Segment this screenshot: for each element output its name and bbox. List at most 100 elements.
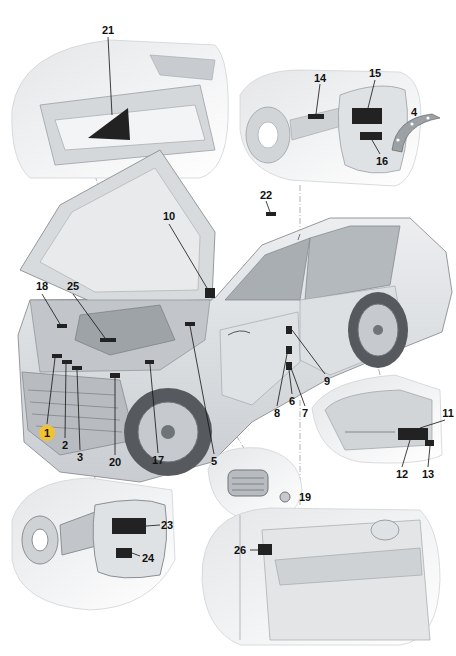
fuel-door-inset-part <box>132 553 140 556</box>
leader-line-part <box>73 294 105 338</box>
door-inset-part <box>262 520 430 640</box>
boot-inset-part <box>425 440 434 446</box>
callout-number: 22 <box>260 189 272 202</box>
label-sticker-part <box>286 326 292 334</box>
callout-number: 9 <box>324 375 330 388</box>
label-sticker-part <box>100 338 116 342</box>
callout-number: 10 <box>163 210 175 223</box>
leader-line-part <box>42 294 60 324</box>
vent-inset-part-part <box>232 478 264 479</box>
boot-inset-part <box>345 431 395 433</box>
boot-inset-part <box>325 390 432 450</box>
car-body-part <box>30 300 210 372</box>
fuel-flap-inset-part <box>360 132 382 140</box>
fuel-flap-inset-part <box>308 114 324 119</box>
callout-number: 20 <box>109 456 121 469</box>
fuel-door-inset-part <box>93 500 167 578</box>
glovebox-inset-part <box>88 108 130 140</box>
label-sticker-part <box>57 324 67 328</box>
leader-line-part <box>266 201 270 212</box>
label-sticker-part <box>62 360 72 364</box>
fuel-door-inset-part <box>146 525 160 526</box>
callout-number: 4 <box>411 106 417 119</box>
label-sticker <box>52 212 292 378</box>
callout-number: 24 <box>142 552 154 565</box>
label-sticker-part <box>266 212 276 216</box>
label-sticker-part <box>286 346 292 354</box>
fuel-flap-inset <box>240 70 421 186</box>
car-body-part-part <box>30 402 118 408</box>
car-body-part <box>75 305 175 355</box>
label-sticker-part <box>185 322 195 326</box>
car-body-part <box>358 304 398 356</box>
leader-line-part <box>47 358 55 424</box>
fuel-flap-inset-part <box>258 122 278 148</box>
glovebox-inset-part <box>150 55 215 80</box>
boot-inset-part <box>398 428 428 440</box>
fuel-flap-inset-part <box>338 86 407 173</box>
fuel-door-inset-part <box>112 518 146 534</box>
callout-number: 5 <box>211 455 217 468</box>
callout-number: 11 <box>442 407 454 420</box>
callout-number: 14 <box>314 72 326 85</box>
fuel-flap-inset-part <box>316 84 320 114</box>
fuel-door-inset-part <box>116 548 132 558</box>
car-body-part <box>298 234 300 240</box>
fuel-door-inset-part <box>22 516 58 564</box>
label-sticker-part <box>52 354 62 358</box>
seal-part <box>392 114 440 152</box>
car-body-part <box>138 402 198 462</box>
leader-line <box>42 201 325 455</box>
door-inset <box>202 508 440 645</box>
leader-line-part <box>289 370 292 394</box>
callout-number: 7 <box>302 407 308 420</box>
car-body <box>18 150 452 482</box>
car-body-part-part <box>28 390 115 395</box>
callout-number: 13 <box>422 468 434 481</box>
label-sticker-part <box>145 360 154 364</box>
fuel-flap-inset-part <box>368 80 375 108</box>
glovebox-inset <box>12 37 228 178</box>
car-body-part <box>348 292 408 368</box>
label-sticker-part <box>205 288 215 298</box>
car-body-part <box>124 388 212 476</box>
vent-inset-part <box>232 478 264 490</box>
callout-number: 8 <box>274 407 280 420</box>
callout-number: 1 <box>39 425 55 441</box>
callout-number: 12 <box>396 468 408 481</box>
fuel-flap-inset-part <box>352 108 382 124</box>
leader-line-part <box>169 224 207 288</box>
leader-line-part <box>65 364 66 438</box>
boot-inset-part <box>420 420 445 428</box>
door-inset-part <box>371 520 399 540</box>
callout-number: 18 <box>36 280 48 293</box>
callout-number: 19 <box>299 491 311 504</box>
leader-line-part <box>150 364 158 453</box>
car-body-part <box>40 168 200 292</box>
car-body-part <box>220 312 300 405</box>
leader-line-part <box>277 354 287 406</box>
glovebox-inset-part <box>108 37 112 115</box>
boot-inset-part <box>312 375 442 463</box>
car-body-part <box>373 325 383 335</box>
fuel-door-inset <box>12 478 175 610</box>
car-body-part <box>20 150 215 302</box>
fuel-flap-inset-part <box>290 108 345 140</box>
vent-inset-part-part <box>232 484 264 485</box>
boot-inset <box>312 375 445 467</box>
fuel-flap-inset-part <box>372 140 380 154</box>
door-inset-part <box>275 548 422 585</box>
callout-number: 15 <box>369 67 381 80</box>
vent-inset-part-part <box>232 490 264 491</box>
seal-part-part <box>410 122 413 125</box>
car-body-part <box>225 238 310 300</box>
glovebox-inset-part <box>12 40 228 178</box>
glovebox-inset-part <box>40 85 215 165</box>
callout-number: 21 <box>102 24 114 37</box>
callout-number: 25 <box>67 280 79 293</box>
door-inset-part <box>202 508 440 645</box>
seal-part-part <box>396 138 399 141</box>
car-body-part <box>228 331 250 335</box>
